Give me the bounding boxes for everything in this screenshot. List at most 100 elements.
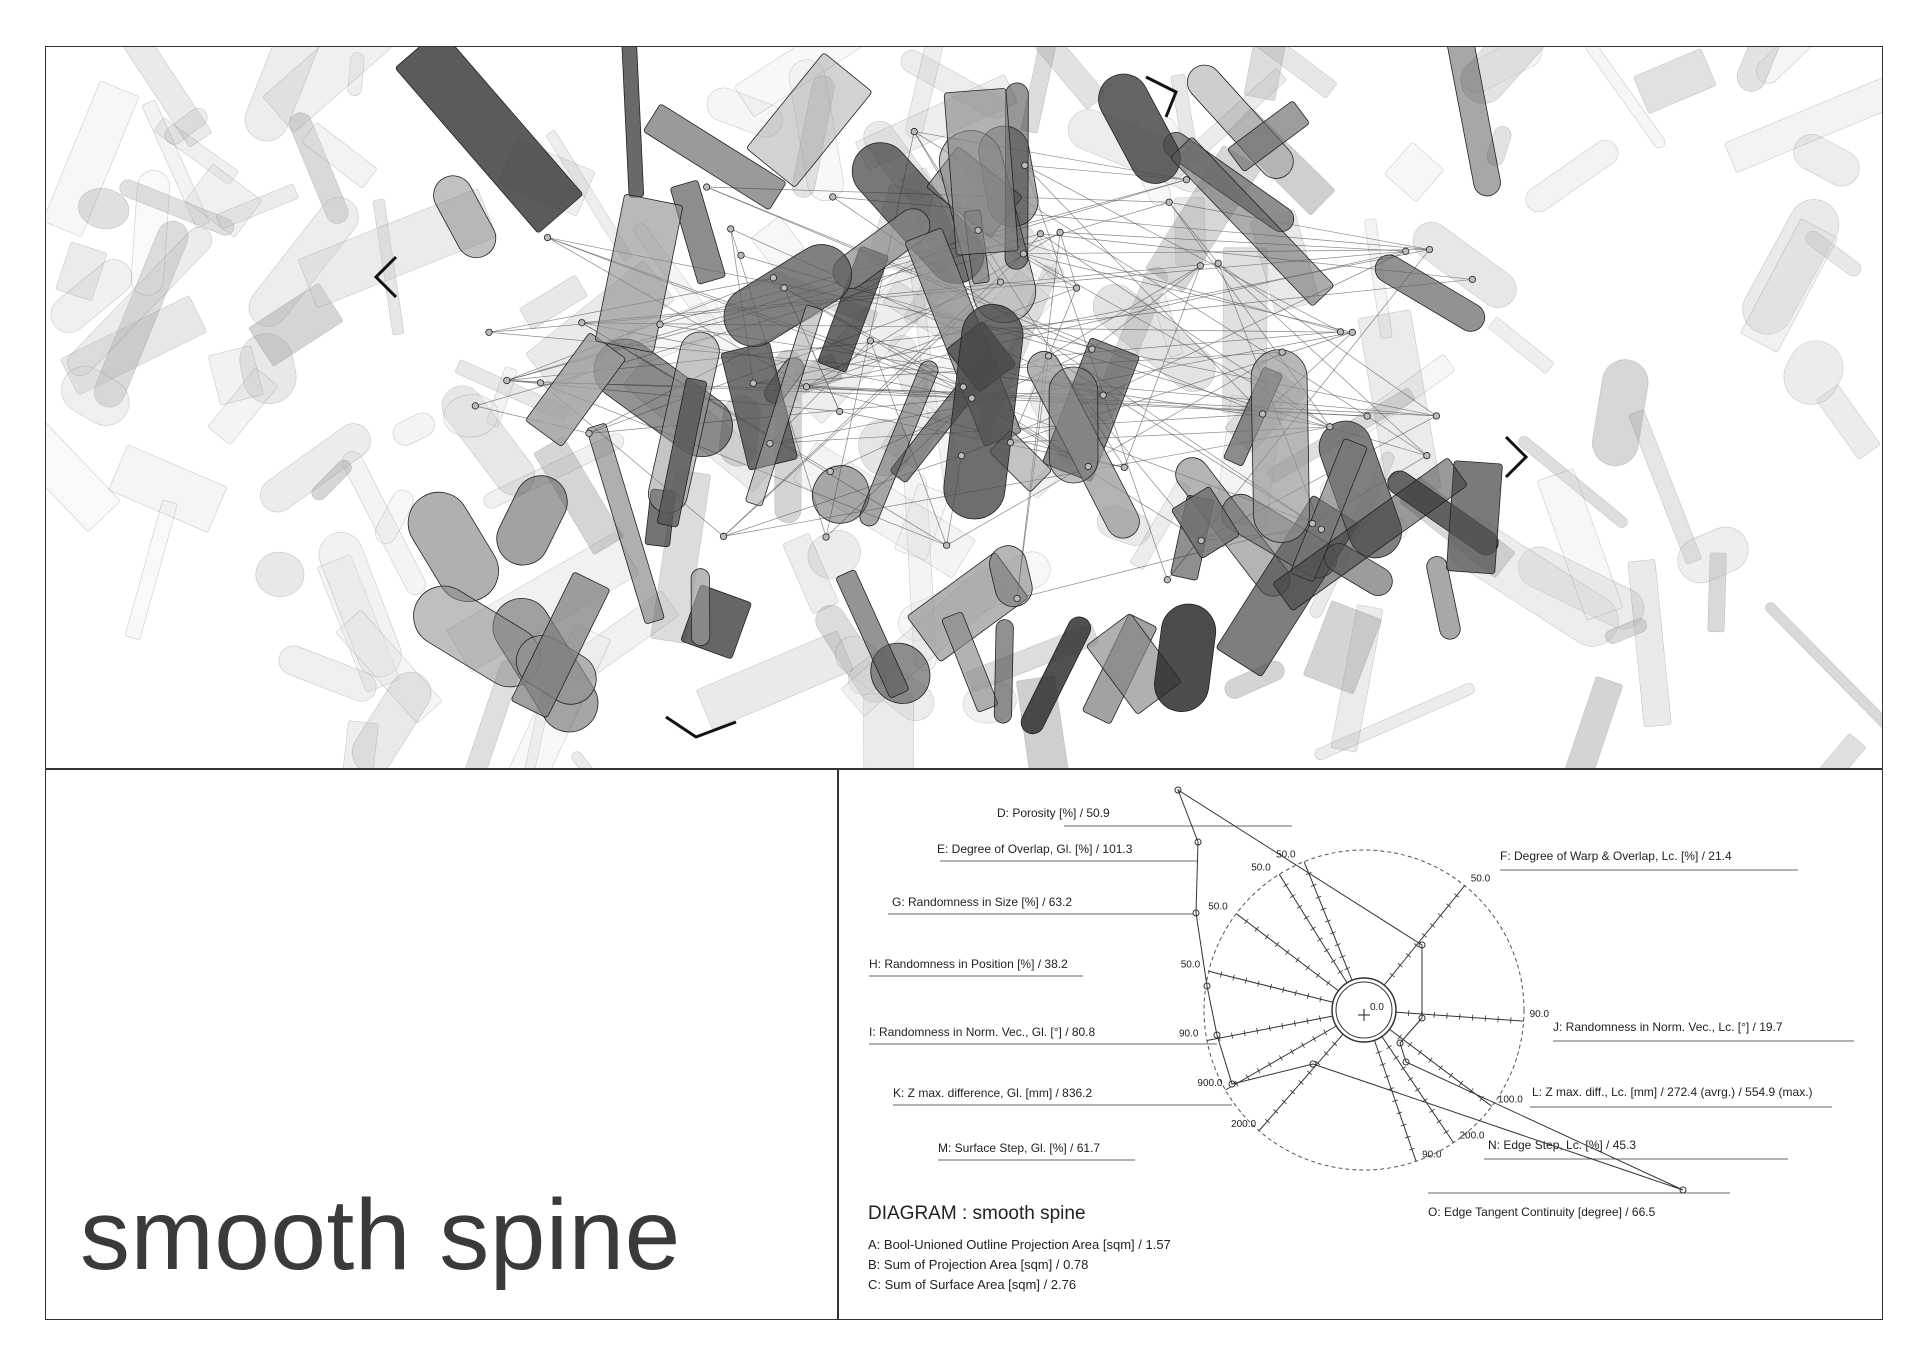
- tick-O: [1388, 1087, 1395, 1091]
- tick-F: [1454, 893, 1460, 898]
- axis-E: 50.0 E: Degree of Overlap, Gl. [%] / 101.…: [937, 838, 1348, 984]
- inner-circle: [1331, 977, 1397, 1043]
- tick-H: [1257, 980, 1260, 987]
- tick-G: [1254, 926, 1259, 932]
- tick-K: [1234, 1080, 1239, 1087]
- tick-N: [1443, 1130, 1450, 1135]
- tick-M: [1315, 1060, 1321, 1066]
- tick-K: [1312, 1036, 1316, 1042]
- axis-label-D: D: Porosity [%] / 50.9: [997, 806, 1110, 820]
- center-label: 0.0: [1370, 1002, 1384, 1013]
- axis-label-M: M: Surface Step, Gl. [%] / 61.7: [938, 1141, 1100, 1155]
- tick-D: [1334, 943, 1341, 947]
- axis-label-I: I: Randomness in Norm. Vec., Gl. [°] / 8…: [869, 1025, 1096, 1039]
- tick-O: [1408, 1147, 1415, 1151]
- tick-N: [1429, 1108, 1435, 1113]
- tick-O: [1396, 1111, 1403, 1115]
- axis-label-K: K: Z max. difference, Gl. [mm] / 836.2: [893, 1086, 1093, 1100]
- tick-E: [1310, 926, 1316, 931]
- axis-max-F: 50.0: [1471, 874, 1491, 885]
- tick-F: [1413, 943, 1419, 948]
- tick-K: [1279, 1055, 1283, 1061]
- tick-K: [1256, 1068, 1261, 1074]
- tick-F: [1437, 913, 1444, 918]
- tick-M: [1290, 1089, 1296, 1095]
- tick-D: [1315, 895, 1322, 899]
- tick-G: [1285, 949, 1290, 955]
- background-panels: [46, 47, 1882, 769]
- axis-max-K: 900.0: [1197, 1078, 1222, 1089]
- tick-G: [1305, 964, 1310, 971]
- tick-H: [1294, 989, 1297, 996]
- tick-L: [1418, 1049, 1423, 1056]
- axis-G: 50.0 G: Randomness in Size [%] / 63.2: [888, 895, 1339, 992]
- axis-max-E: 50.0: [1251, 862, 1271, 873]
- tick-I: [1243, 1030, 1246, 1037]
- tick-E: [1337, 970, 1344, 974]
- tick-N: [1407, 1076, 1414, 1081]
- tick-L: [1469, 1088, 1474, 1094]
- tick-N: [1386, 1045, 1392, 1050]
- tick-F: [1429, 923, 1436, 928]
- axis-label-L: L: Z max. diff., Lc. [mm] / 272.4 (avrg.…: [1532, 1085, 1813, 1099]
- tick-G: [1315, 972, 1321, 978]
- tick-O: [1392, 1099, 1399, 1103]
- axis-label-O: O: Edge Tangent Continuity [degree] / 66…: [1428, 1205, 1656, 1219]
- tick-M: [1298, 1080, 1304, 1085]
- tick-M: [1281, 1099, 1287, 1105]
- axis-F: 50.0F: Degree of Warp & Overlap, Lc. [%]…: [1383, 849, 1798, 986]
- tick-N: [1414, 1087, 1421, 1092]
- axis-max-O: 90.0: [1422, 1149, 1442, 1160]
- diagram-heading: DIAGRAM : smooth spine: [868, 1203, 1086, 1224]
- outer-circle: [1203, 849, 1525, 1171]
- tick-H: [1232, 974, 1235, 981]
- tick-D: [1310, 883, 1317, 887]
- axis-K: 900.0 K: Z max. difference, Gl. [mm] / 83…: [893, 1025, 1337, 1106]
- render-image: [46, 47, 1882, 769]
- summary-line-c: C: Sum of Surface Area [sqm] / 2.76: [868, 1277, 1077, 1292]
- tick-M: [1264, 1118, 1270, 1124]
- axis-max-J: 90.0: [1530, 1009, 1550, 1020]
- axis-max-L: 100.0: [1498, 1094, 1523, 1105]
- axis-max-I: 90.0: [1179, 1029, 1199, 1040]
- axis-H: 50.0H: Randomness in Position [%] / 38.2: [869, 957, 1334, 1003]
- tick-E: [1283, 883, 1289, 888]
- axis-label-J: J: Randomness in Norm. Vec., Lc. [°] / 1…: [1553, 1020, 1783, 1034]
- axis-M: 200.0M: Surface Step, Gl. [%] / 61.7: [938, 1033, 1344, 1161]
- tick-E: [1323, 948, 1330, 953]
- summary-line-b: B: Sum of Projection Area [sqm] / 0.78: [868, 1257, 1089, 1272]
- axis-label-G: G: Randomness in Size [%] / 63.2: [892, 895, 1072, 909]
- tick-F: [1445, 903, 1452, 908]
- tick-I: [1319, 1015, 1321, 1022]
- tick-L: [1397, 1034, 1402, 1040]
- tick-I: [1281, 1022, 1284, 1029]
- central-network: [395, 47, 1503, 735]
- tick-D: [1344, 966, 1351, 970]
- tick-K: [1267, 1061, 1272, 1068]
- axis-N: 200.0N: Edge Step, Lc. [%] / 45.3: [1381, 1036, 1788, 1160]
- axis-I: 90.0 I: Randomness in Norm. Vec., Gl. [°]…: [869, 1015, 1333, 1045]
- tick-N: [1400, 1066, 1407, 1071]
- tick-K: [1301, 1042, 1305, 1048]
- axis-label-E: E: Degree of Overlap, Gl. [%] / 101.3: [937, 842, 1133, 856]
- tick-I: [1306, 1017, 1309, 1025]
- axis-max-H: 50.0: [1181, 959, 1201, 970]
- tick-O: [1379, 1063, 1386, 1066]
- tick-G: [1326, 980, 1331, 986]
- axis-L: 100.0 L: Z max. diff., Lc. [mm] / 272.4 (…: [1389, 1028, 1832, 1108]
- tick-M: [1273, 1109, 1279, 1114]
- tick-L: [1407, 1042, 1413, 1048]
- tick-F: [1421, 933, 1427, 938]
- tick-H: [1319, 996, 1322, 1003]
- tick-I: [1293, 1020, 1296, 1027]
- tick-K: [1290, 1048, 1294, 1055]
- tick-N: [1393, 1055, 1399, 1060]
- tick-E: [1290, 894, 1296, 898]
- tick-I: [1268, 1025, 1271, 1032]
- tick-F: [1405, 953, 1411, 958]
- tick-L: [1448, 1072, 1454, 1079]
- tick-O: [1404, 1135, 1411, 1139]
- tick-G: [1244, 918, 1249, 925]
- tick-I: [1256, 1027, 1259, 1034]
